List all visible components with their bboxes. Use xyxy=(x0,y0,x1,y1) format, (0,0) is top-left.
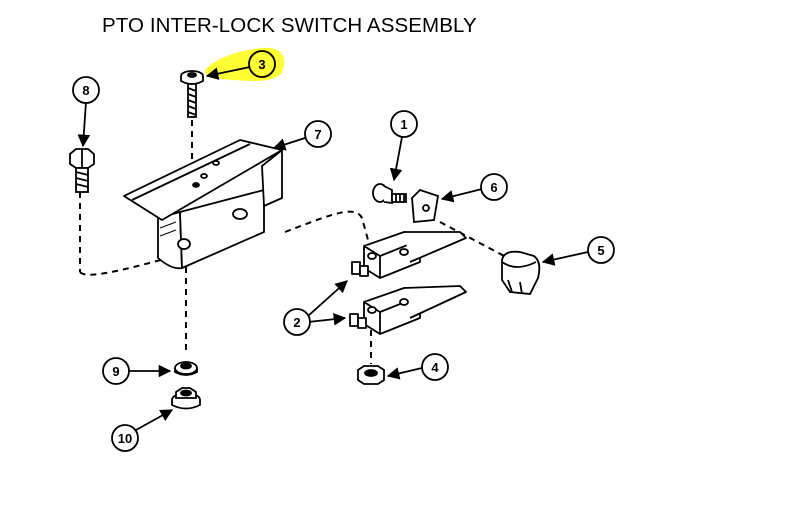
leader-arrows xyxy=(77,66,589,431)
callout-6-label: 6 xyxy=(490,180,497,195)
bracket-part xyxy=(123,139,283,270)
callout-5: 5 xyxy=(587,236,615,264)
hex-bolt-part xyxy=(69,148,95,193)
callout-10-label: 10 xyxy=(118,431,132,446)
callout-9-label: 9 xyxy=(112,364,119,379)
small-screw-part xyxy=(372,183,407,205)
callout-10: 10 xyxy=(111,424,139,452)
flange-nut-part xyxy=(171,387,201,410)
diagram-title: PTO INTER-LOCK SWITCH ASSEMBLY xyxy=(102,14,477,37)
callout-9: 9 xyxy=(102,357,130,385)
switch-part-upper xyxy=(351,231,467,279)
switch-part-lower xyxy=(349,285,467,335)
callout-3: 3 xyxy=(248,50,276,78)
callout-2-label: 2 xyxy=(293,315,300,330)
callout-3-label: 3 xyxy=(258,57,265,72)
callout-1: 1 xyxy=(390,110,418,138)
nut-part xyxy=(357,365,385,385)
plate-part xyxy=(411,188,440,223)
callout-3-highlight xyxy=(205,47,285,82)
cap-part xyxy=(501,250,541,295)
callout-8-label: 8 xyxy=(82,83,89,98)
callout-1-label: 1 xyxy=(400,117,407,132)
callout-5-label: 5 xyxy=(597,243,604,258)
lock-washer-part xyxy=(174,361,198,376)
callout-8: 8 xyxy=(72,76,100,104)
callout-4: 4 xyxy=(421,353,449,381)
callout-6: 6 xyxy=(480,173,508,201)
callout-4-label: 4 xyxy=(431,360,439,375)
screw-part xyxy=(180,70,204,118)
assembly-lines xyxy=(79,120,509,364)
callout-7-label: 7 xyxy=(314,127,321,142)
callout-7: 7 xyxy=(304,120,332,148)
callout-2: 2 xyxy=(283,308,311,336)
